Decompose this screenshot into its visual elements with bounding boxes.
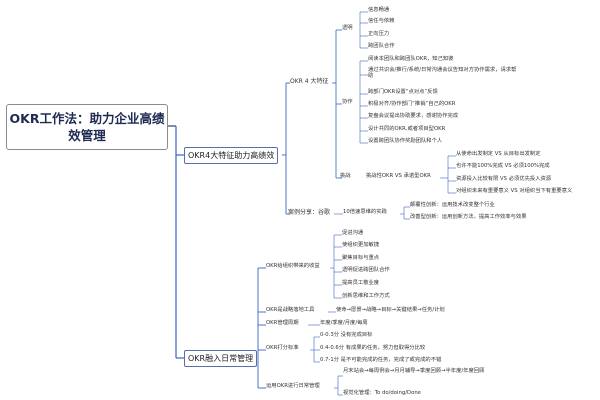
score-item: 0-0.3分 没有完成目标 [320, 332, 373, 338]
cycle-item: 年度/季度/月度/每周 [320, 320, 368, 326]
transparency-item: 信任与依赖 [368, 18, 395, 24]
benefit-item: 提高员工敬业度 [342, 280, 380, 286]
google-item: 颠覆性创新：运用技术改变整个行业 [410, 202, 495, 208]
feature-collaboration[interactable]: 协作 [342, 99, 353, 105]
collaboration-item: 设计共同的OKR,或者项目型OKR [368, 126, 446, 132]
benefit-item: 促进沟通 [342, 230, 364, 236]
challenge-item: 资源投入比较有限 VS 必须优先投入资源 [456, 176, 552, 182]
okr-4-features[interactable]: OKR 4 大特征 [290, 78, 329, 85]
feature-challenge[interactable]: 挑战 [340, 173, 351, 179]
google-item: 改善型创新：运用创新方法，提高工作效率与效果 [410, 214, 527, 220]
strategy-chain: 使命→愿景→战略→目标→关键结果→任务/计划 [336, 307, 445, 313]
challenge-item: 也许不能100%完成 VS 必须100%完成 [456, 163, 550, 169]
ten-x-thinking[interactable]: 10倍速思维的实践 [343, 209, 387, 215]
transparency-item: 跨团队合作 [368, 43, 395, 49]
root-node[interactable]: OKR工作法：助力企业高绩效管理 [6, 104, 168, 150]
challenge-vs-commit[interactable]: 挑战性OKR VS 承诺型OKR [366, 173, 431, 179]
branch-okr-daily-management[interactable]: OKR融入日常管理 [184, 350, 258, 367]
okr-benefits[interactable]: OKR给组织带来的收益 [266, 263, 320, 269]
transparency-item: 正向压力 [368, 31, 390, 37]
root-title: OKR工作法：助力企业高绩效管理 [9, 111, 165, 143]
collaboration-item: 跨部门OKR设置“点对点”反馈 [368, 89, 438, 95]
collaboration-item: 阅读本团队和跨团队OKR，知己知彼 [368, 56, 454, 62]
collaboration-item: 复盘会议提出协助要求，感谢协作完成 [368, 113, 459, 119]
benefit-item: 聚焦目标与重点 [342, 255, 380, 261]
transparency-item: 信息畅通 [368, 7, 390, 13]
collaboration-item: 设置跨团队协作奖励团队和个人 [368, 138, 443, 144]
case-study-google[interactable]: 案例分享：谷歌 [288, 209, 331, 216]
daily-item: 视觉化管理：To do/doing/Done [343, 390, 421, 396]
okr-strategy-tool[interactable]: OKR是战略落地工具 [266, 307, 315, 313]
okr-management-cycle[interactable]: OKR管理周期 [266, 320, 299, 326]
benefit-item: 创新思维和工作方式 [342, 293, 390, 299]
collaboration-item: 通过共识会/推行/系统/日常沟通会议告知对方协作需求，请求帮助 [368, 67, 517, 79]
benefit-item: 使组织更加敏捷 [342, 242, 380, 248]
feature-transparency[interactable]: 透明 [342, 25, 353, 31]
benefit-item: 透明促进跨团队合作 [342, 267, 390, 273]
collaboration-item: 积极对齐/协作部门“推销”自己的OKR [368, 101, 456, 107]
daily-item: 月末站会→每周例会→月月辅导→季度回顾→半年度/年度回顾 [343, 368, 485, 374]
okr-daily-use[interactable]: 运用OKR进行日常管理 [266, 383, 320, 389]
okr-scoring-standard[interactable]: OKR打分标准 [266, 345, 299, 351]
branch-okr-features[interactable]: OKR4大特征助力高绩效 [184, 147, 279, 164]
score-item: 0.7-1分 是不可能完成的任务，完成了或完成的不错 [320, 357, 442, 363]
score-item: 0.4-0.6分 有成果的任务，努力但取得分比较 [320, 345, 426, 351]
challenge-item: 对组织未来有重要意义 VS 对组织当下有重要意义 [456, 188, 573, 194]
challenge-item: 从使命出发制定 VS 从目标出发制定 [456, 151, 541, 157]
